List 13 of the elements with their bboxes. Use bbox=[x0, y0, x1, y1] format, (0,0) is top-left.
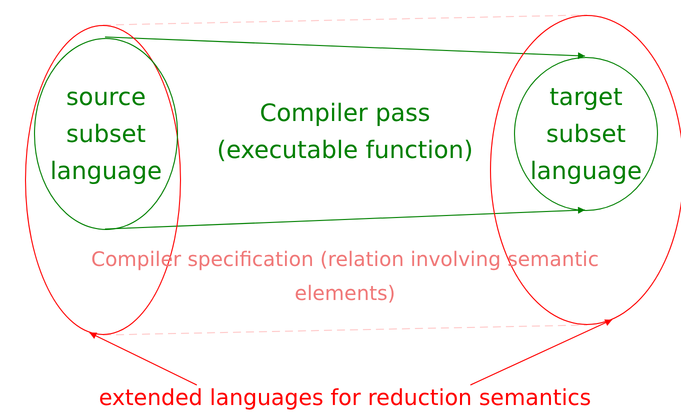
compiler-pass-label: Compiler pass (executable function) bbox=[216, 98, 474, 166]
arrow bbox=[470, 319, 613, 386]
extended-language-ellipse bbox=[25, 25, 181, 335]
dashed-line bbox=[102, 324, 588, 336]
arrow bbox=[88, 332, 198, 386]
dashed-line bbox=[102, 14, 588, 26]
language-name: source subset language bbox=[49, 82, 163, 186]
language-ellipse bbox=[514, 57, 658, 211]
arrow bbox=[104, 36, 586, 60]
language-name: target subset language bbox=[529, 82, 643, 186]
language-ellipse bbox=[34, 38, 178, 230]
arrow bbox=[104, 206, 586, 230]
caption-text: extended languages for reduction semantics bbox=[98, 385, 592, 413]
